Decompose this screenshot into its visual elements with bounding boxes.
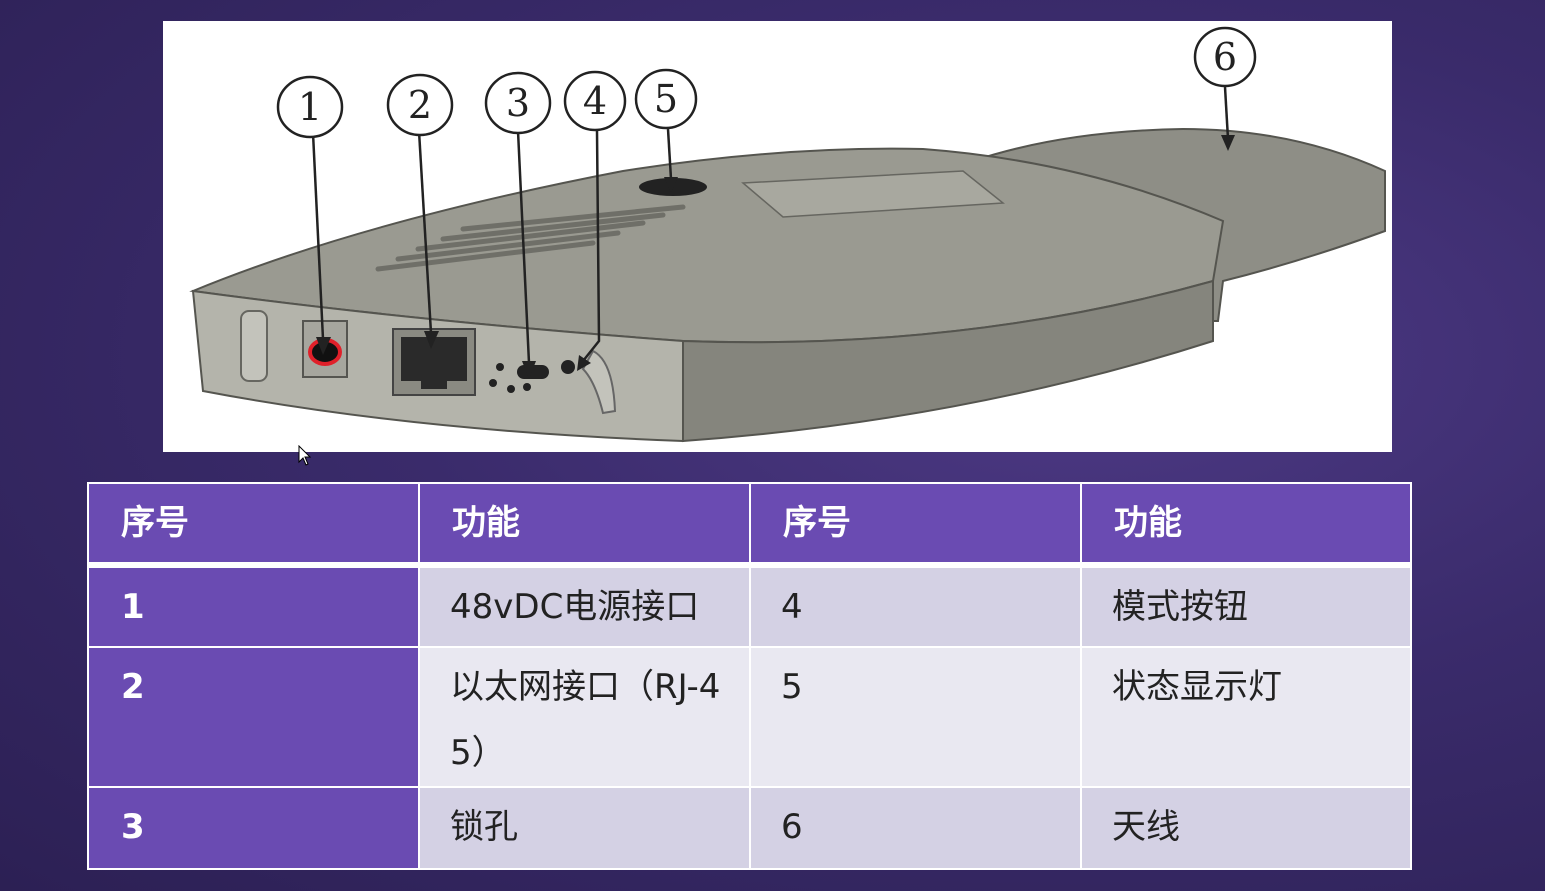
- device-photo: 1 2 3 4 5 6: [163, 21, 1392, 452]
- row-index-2: 5: [749, 646, 1082, 788]
- row-function-2: 状态显示灯: [1080, 646, 1412, 788]
- row-function: 锁孔: [418, 786, 751, 870]
- mouse-cursor-icon: [298, 444, 312, 467]
- row-index-2: 6: [749, 786, 1082, 870]
- row-function: 48vDC电源接口: [418, 564, 751, 648]
- callout-5: 5: [654, 77, 678, 121]
- row-index-2: 4: [749, 564, 1082, 648]
- row-function-2: 天线: [1080, 786, 1412, 870]
- row-function: 以太网接口（RJ-45）: [418, 646, 751, 788]
- table-header-row: 序号 功能 序号 功能: [87, 482, 1412, 568]
- row-function-2: 模式按钮: [1080, 564, 1412, 648]
- row-index: 1: [87, 564, 420, 648]
- callout-1: 1: [298, 85, 322, 129]
- row-index: 2: [87, 646, 420, 788]
- table-row: 2 以太网接口（RJ-45） 5 状态显示灯: [87, 646, 1412, 788]
- table-row: 1 48vDC电源接口 4 模式按钮: [87, 564, 1412, 648]
- function-table: 序号 功能 序号 功能 1 48vDC电源接口 4 模式按钮 2 以太网接口（R…: [87, 482, 1412, 870]
- callout-6: 6: [1213, 35, 1237, 79]
- header-index: 序号: [87, 482, 420, 568]
- callout-4: 4: [583, 79, 607, 123]
- header-index-2: 序号: [749, 482, 1082, 568]
- row-index: 3: [87, 786, 420, 870]
- callout-3: 3: [506, 81, 530, 125]
- header-function: 功能: [418, 482, 751, 568]
- table-row: 3 锁孔 6 天线: [87, 786, 1412, 870]
- header-function-2: 功能: [1080, 482, 1412, 568]
- callout-2: 2: [408, 83, 432, 127]
